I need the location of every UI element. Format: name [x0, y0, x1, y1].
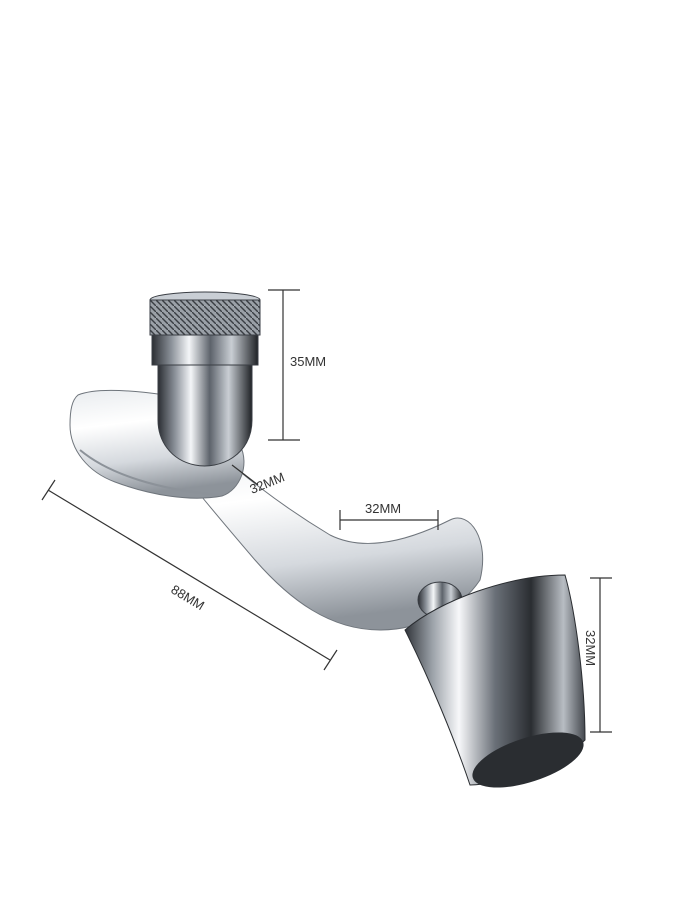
thread-collar — [151, 334, 259, 366]
dimension-nozzle-height — [590, 577, 612, 733]
nozzle-body — [404, 574, 586, 786]
nozzle-height-label: 32MM — [583, 630, 598, 666]
elbow-joint — [157, 361, 253, 467]
dimension-thread-height — [268, 289, 300, 441]
thread-connector — [149, 299, 261, 336]
dimension-elbow — [231, 464, 259, 486]
nozzle-outlet — [472, 732, 584, 788]
overall-length-label: 88MM — [168, 582, 207, 613]
thread-height-label: 35MM — [290, 354, 326, 369]
dimension-arm-link — [339, 510, 439, 530]
dimension-overall-length — [41, 479, 338, 671]
upper-arm-edge — [79, 449, 221, 496]
lower-arm — [179, 439, 484, 631]
arm-link-label: 32MM — [365, 501, 401, 516]
